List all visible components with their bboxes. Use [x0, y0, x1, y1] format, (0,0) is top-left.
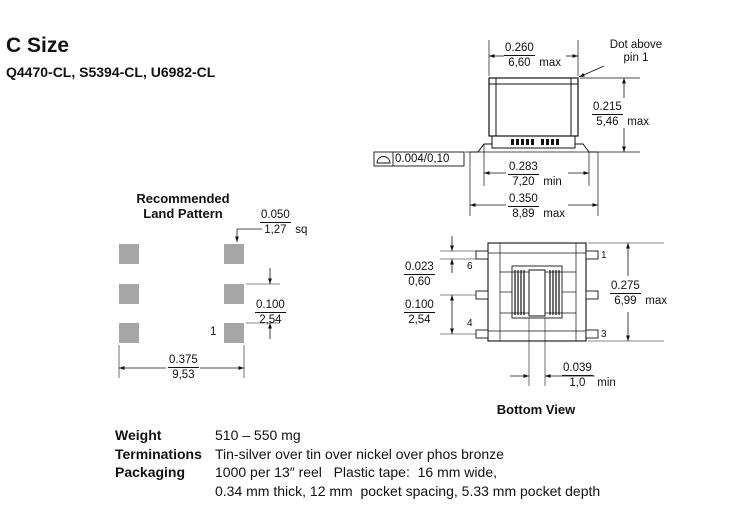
winding-lines	[514, 270, 560, 315]
pad	[119, 323, 139, 343]
pad	[224, 323, 244, 343]
land-pattern-heading: Recommended Land Pattern	[136, 191, 230, 221]
spec-row-packaging-cont: 0.34 mm thick, 12 mm pocket spacing, 5.3…	[215, 482, 601, 499]
spec-row-terminations: Terminations Tin-silver over tin over ni…	[115, 445, 504, 462]
bottom-core	[511, 265, 563, 319]
side-left-lead	[470, 143, 492, 153]
flatness-tolerance: 0.004/0,10	[395, 153, 450, 165]
pin-label-4: 4	[467, 318, 473, 329]
page-title: C Size	[6, 34, 70, 57]
pad	[119, 284, 139, 304]
pad	[119, 244, 139, 264]
side-terminals	[511, 139, 559, 145]
land-pattern-drawing	[118, 228, 280, 378]
bottom-leads	[475, 250, 599, 339]
side-right-lead	[575, 143, 598, 153]
bottom-view-caption: Bottom View	[496, 402, 576, 417]
flatness-symbol	[376, 156, 391, 164]
side-body-outline	[488, 77, 579, 137]
pin-label-1: 1	[601, 250, 607, 261]
center-slot	[528, 269, 546, 317]
pin-label-6: 6	[467, 261, 473, 272]
flatness-frame	[373, 151, 465, 167]
pad	[224, 284, 244, 304]
side-base	[491, 135, 576, 149]
land-pin1-label: 1	[210, 326, 217, 338]
specs-table: Weight 510 – 550 mg Terminations Tin-sil…	[115, 426, 600, 500]
pad	[224, 244, 244, 264]
spec-row-packaging: Packaging 1000 per 13″ reel Plastic tape…	[115, 464, 497, 480]
side-view-drawing	[373, 40, 640, 216]
bottom-view-drawing	[440, 236, 664, 386]
part-numbers: Q4470-CL, S5394-CL, U6982-CL	[6, 64, 216, 80]
dot-pin1-note: Dot above pin 1	[609, 39, 663, 64]
spec-row-weight: Weight 510 – 550 mg	[115, 427, 301, 443]
pin-label-3: 3	[601, 329, 607, 340]
land-pads	[119, 244, 244, 343]
